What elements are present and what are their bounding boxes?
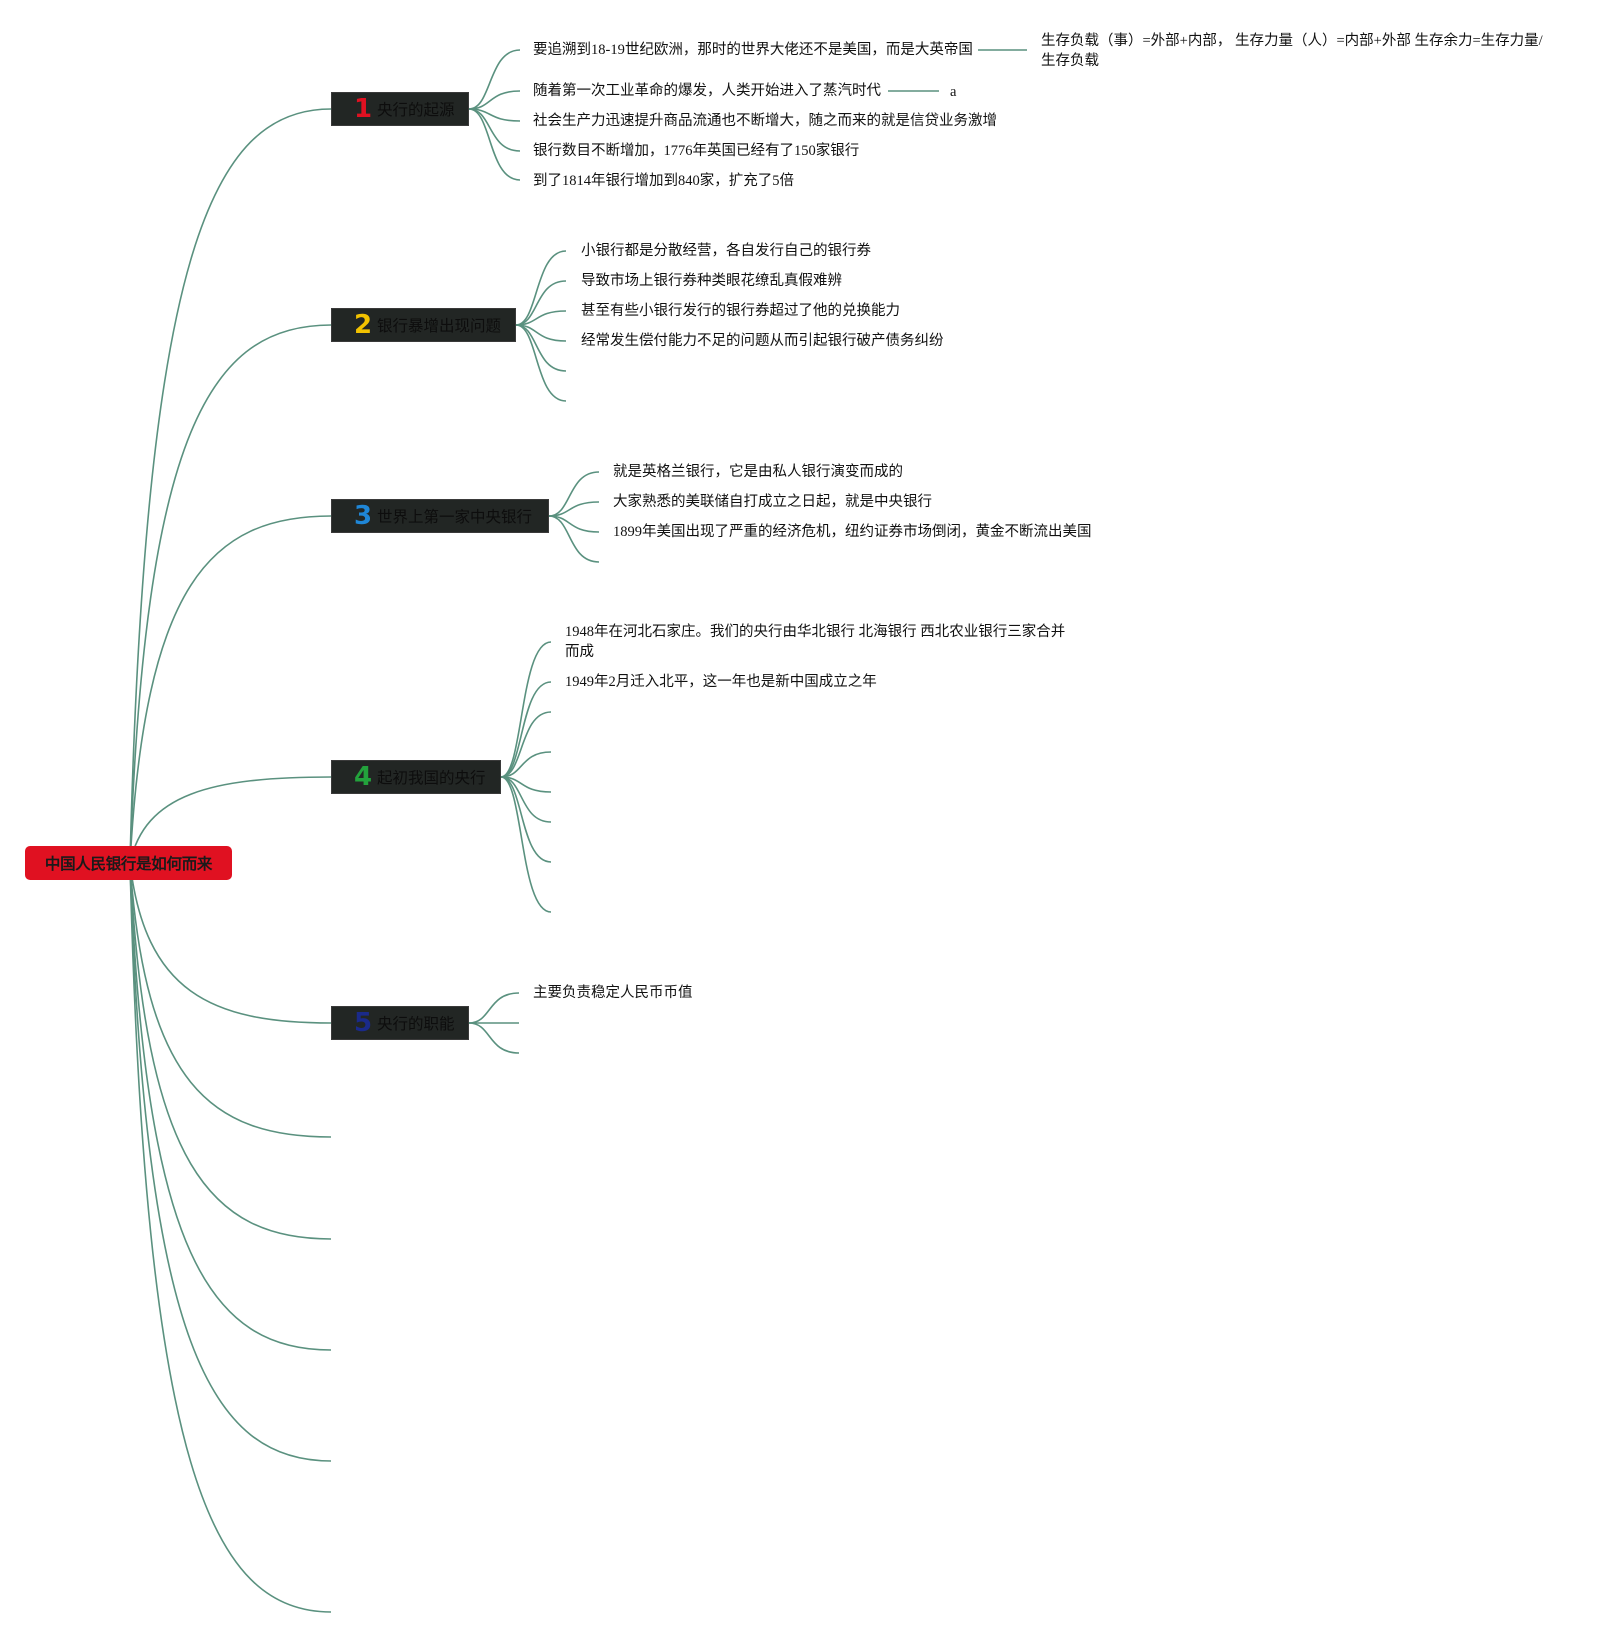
- subtopic-item[interactable]: 小银行都是分散经营，各自发行自己的银行券: [581, 243, 871, 259]
- root-link-line: [129, 862, 332, 1351]
- topic-link-line: [548, 515, 600, 563]
- topic-number-marker: 3: [353, 501, 373, 531]
- topic-link-line: [468, 49, 521, 110]
- subtopic-item[interactable]: 主要负责稳定人民币币值: [533, 985, 693, 1001]
- topic-number-marker: 5: [353, 1008, 373, 1038]
- topic-link-line: [500, 641, 552, 778]
- subtopic-item[interactable]: 1899年美国出现了严重的经济危机，纽约证券市场倒闭，黄金不断流出美国: [613, 524, 1092, 540]
- subtopic-item[interactable]: 1948年在河北石家庄。我们的央行由华北银行 北海银行 西北农业银行三家合并而成: [565, 624, 1066, 660]
- subtopic-item[interactable]: 社会生产力迅速提升商品流通也不断增大，随之而来的就是信贷业务激增: [533, 113, 997, 129]
- root-link-line: [129, 776, 332, 864]
- subtopic-item[interactable]: 就是英格兰银行，它是由私人银行演变而成的: [613, 464, 903, 480]
- topic-link-line: [515, 324, 567, 372]
- topic-label: 起初我国的央行: [377, 769, 486, 787]
- subtopic-item[interactable]: 到了1814年银行增加到840家，扩充了5倍: [533, 173, 794, 189]
- topic-link-line: [500, 776, 552, 913]
- root-topic[interactable]: 中国人民银行是如何而来: [25, 846, 232, 880]
- root-link-line: [129, 324, 332, 864]
- topic-link-line: [515, 324, 567, 402]
- topic-link-line: [500, 681, 552, 778]
- topic-link-line: [468, 108, 521, 152]
- topic-link-line: [468, 992, 520, 1024]
- subtopic-item[interactable]: 要追溯到18-19世纪欧洲，那时的世界大佬还不是美国，而是大英帝国: [533, 42, 973, 58]
- subtopic-child-item[interactable]: 生存负载（事）=外部+内部， 生存力量（人）=内部+外部 生存余力=生存力量/生…: [1041, 33, 1543, 69]
- topic-link-line: [500, 776, 552, 863]
- root-link-line: [129, 862, 332, 1138]
- topic-link-line: [500, 776, 552, 823]
- topic-first-central-bank[interactable]: 3 世界上第一家中央银行: [331, 499, 549, 533]
- topic-bank-surge-problems[interactable]: 2 银行暴增出现问题: [331, 308, 516, 342]
- topic-link-line: [515, 250, 567, 326]
- topic-number-marker: 1: [353, 94, 373, 124]
- topic-link-line: [468, 1022, 520, 1054]
- topic-label: 央行的起源: [377, 101, 455, 119]
- subtopic-item[interactable]: 1949年2月迁入北平，这一年也是新中国成立之年: [565, 674, 877, 690]
- subtopic-item[interactable]: 随着第一次工业革命的爆发，人类开始进入了蒸汽时代: [533, 83, 881, 99]
- topic-link-line: [548, 471, 600, 517]
- topic-link-line: [500, 751, 552, 778]
- topic-label: 世界上第一家中央银行: [377, 508, 533, 526]
- subtopic-item[interactable]: 甚至有些小银行发行的银行券超过了他的兑换能力: [581, 303, 900, 319]
- topic-number-marker: 4: [353, 762, 373, 792]
- topic-link-line: [468, 108, 521, 181]
- root-link-line: [129, 515, 332, 864]
- root-link-line: [129, 862, 332, 1024]
- topic-early-china-central-bank[interactable]: 4 起初我国的央行: [331, 760, 501, 794]
- topic-label: 央行的职能: [377, 1015, 455, 1033]
- subtopic-item[interactable]: 大家熟悉的美联储自打成立之日起，就是中央银行: [613, 494, 932, 510]
- root-link-line: [129, 862, 332, 1240]
- subtopic-child-item[interactable]: a: [950, 84, 957, 100]
- topic-link-line: [500, 711, 552, 778]
- root-link-line: [129, 108, 332, 864]
- topic-origin-of-central-bank[interactable]: 1 央行的起源: [331, 92, 469, 126]
- subtopic-item[interactable]: 经常发生偿付能力不足的问题从而引起银行破产债务纠纷: [581, 333, 944, 349]
- root-link-line: [129, 862, 332, 1462]
- topic-link-line: [515, 280, 567, 326]
- topic-central-bank-functions[interactable]: 5 央行的职能: [331, 1006, 469, 1040]
- subtopic-item[interactable]: 导致市场上银行券种类眼花缭乱真假难辨: [581, 273, 842, 289]
- root-link-line: [129, 862, 332, 1613]
- topic-label: 银行暴增出现问题: [377, 317, 502, 335]
- root-topic-label: 中国人民银行是如何而来: [44, 855, 213, 873]
- subtopic-item[interactable]: 银行数目不断增加，1776年英国已经有了150家银行: [533, 143, 860, 159]
- topic-number-marker: 2: [353, 310, 373, 340]
